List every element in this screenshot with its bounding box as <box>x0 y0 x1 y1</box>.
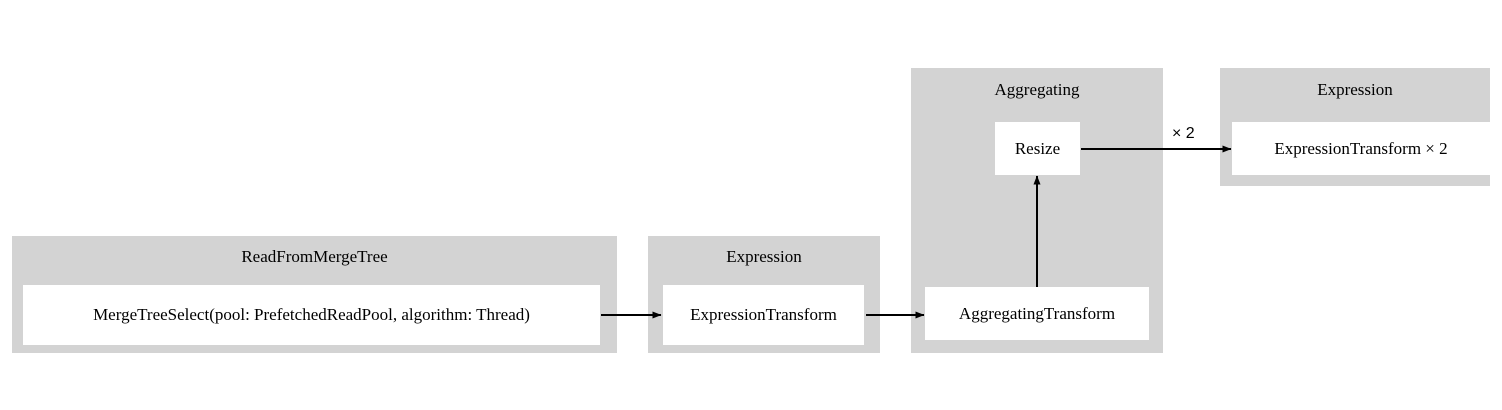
edge-label-resize-to-expression2: × 2 <box>1172 125 1195 142</box>
node-label-expression-transform-x2: ExpressionTransform × 2 <box>1274 138 1448 158</box>
cluster-title-expression-2: Expression <box>1317 80 1393 99</box>
cluster-title-read-from-merge-tree: ReadFromMergeTree <box>241 247 388 266</box>
node-label-merge-tree-select: MergeTreeSelect(pool: PrefetchedReadPool… <box>93 305 530 324</box>
node-expression-transform[interactable]: ExpressionTransform <box>663 285 864 345</box>
node-merge-tree-select[interactable]: MergeTreeSelect(pool: PrefetchedReadPool… <box>23 285 600 345</box>
cluster-expression-1[interactable]: Expression ExpressionTransform <box>648 236 880 353</box>
node-aggregating-transform[interactable]: AggregatingTransform <box>925 287 1149 340</box>
node-resize[interactable]: Resize <box>995 122 1080 175</box>
cluster-read-from-merge-tree[interactable]: ReadFromMergeTree MergeTreeSelect(pool: … <box>12 236 617 353</box>
cluster-aggregating[interactable]: Aggregating Resize AggregatingTransform <box>911 68 1163 353</box>
cluster-title-expression-1: Expression <box>726 247 802 266</box>
node-label-expression-transform: ExpressionTransform <box>690 305 837 324</box>
node-expression-transform-x2[interactable]: ExpressionTransform × 2 <box>1232 122 1490 175</box>
node-label-aggregating-transform: AggregatingTransform <box>958 303 1116 323</box>
node-label-resize: Resize <box>1014 138 1061 158</box>
cluster-title-aggregating: Aggregating <box>994 80 1080 99</box>
cluster-expression-2[interactable]: Expression ExpressionTransform × 2 <box>1220 68 1490 186</box>
